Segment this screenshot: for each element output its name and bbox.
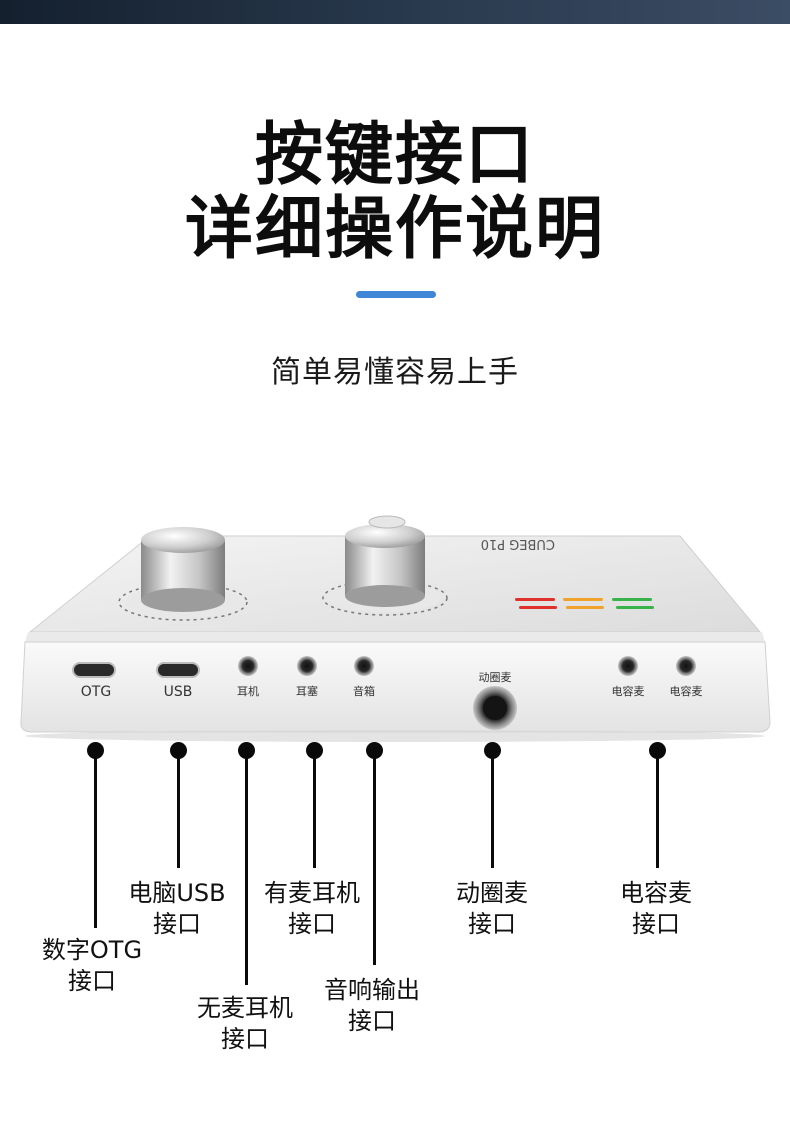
callout-no-mic-headphone-title: 无麦耳机 — [197, 994, 293, 1022]
svg-text:OTG: OTG — [81, 684, 111, 700]
volume-knob-right — [322, 515, 448, 616]
usb-port: USB — [156, 662, 200, 700]
callout-no-mic-headphone: 无麦耳机 接口 — [183, 993, 307, 1055]
leader-line-audio-out — [373, 750, 376, 965]
otg-port: OTG — [72, 662, 116, 700]
callout-mic-headphone-sub: 接口 — [288, 910, 336, 938]
leader-line-no-mic-headphone — [245, 750, 248, 985]
leader-line-usb — [177, 750, 180, 868]
earbud-jack: 耳塞 — [296, 656, 318, 698]
svg-text:电容麦: 电容麦 — [670, 684, 703, 698]
brand-text: CUBEG P10 — [481, 536, 555, 551]
led-indicators — [515, 598, 654, 609]
callout-condenser-mic-title: 电容麦 — [620, 879, 692, 907]
callout-no-mic-headphone-sub: 接口 — [221, 1025, 269, 1053]
leader-line-dynamic-mic — [491, 750, 494, 868]
page-subtitle: 简单易懂容易上手 — [271, 355, 519, 390]
callout-audio-out: 音响输出 接口 — [310, 975, 434, 1037]
condenser-mic-jack-1: 电容麦 — [612, 656, 645, 698]
svg-text:USB: USB — [164, 684, 193, 700]
svg-text:音箱: 音箱 — [353, 684, 375, 698]
callout-mic-headphone: 有麦耳机 接口 — [250, 878, 374, 940]
callout-audio-out-sub: 接口 — [348, 1007, 396, 1035]
callout-otg: 数字OTG 接口 — [30, 935, 154, 997]
volume-knob-left — [118, 527, 248, 621]
callout-otg-sub: 接口 — [68, 967, 116, 995]
svg-text:动圈麦: 动圈麦 — [479, 671, 512, 684]
callout-usb: 电脑USB 接口 — [115, 878, 239, 940]
speaker-jack: 音箱 — [353, 656, 375, 698]
accent-divider — [356, 291, 436, 298]
audio-interface-device: CUBEG P10 OTG USB 耳机 耳塞 — [20, 515, 771, 742]
page-title-line1: 按键接口 — [254, 116, 535, 195]
condenser-mic-jack-2: 电容麦 — [670, 656, 703, 698]
svg-text:耳塞: 耳塞 — [296, 684, 318, 698]
callout-otg-title: 数字OTG — [41, 936, 143, 964]
page-title-line2: 详细操作说明 — [184, 190, 605, 269]
callout-dynamic-mic-sub: 接口 — [468, 910, 516, 938]
callout-condenser-mic: 电容麦 接口 — [594, 878, 718, 940]
svg-text:耳机: 耳机 — [237, 684, 259, 698]
callout-dynamic-mic-title: 动圈麦 — [456, 879, 528, 907]
svg-text:电容麦: 电容麦 — [612, 684, 645, 698]
dynamic-mic-jack: 动圈麦 — [473, 671, 517, 730]
callout-condenser-mic-sub: 接口 — [632, 910, 680, 938]
callout-usb-sub: 接口 — [153, 910, 201, 938]
callout-usb-title: 电脑USB — [128, 879, 226, 907]
callout-audio-out-title: 音响输出 — [324, 976, 420, 1004]
leader-line-condenser-mic — [656, 750, 659, 868]
leader-line-mic-headphone — [313, 750, 316, 868]
earphone-jack: 耳机 — [237, 656, 259, 698]
leader-line-otg — [94, 750, 97, 928]
callout-dynamic-mic: 动圈麦 接口 — [430, 878, 554, 940]
top-banner — [0, 0, 790, 24]
callout-mic-headphone-title: 有麦耳机 — [264, 879, 360, 907]
